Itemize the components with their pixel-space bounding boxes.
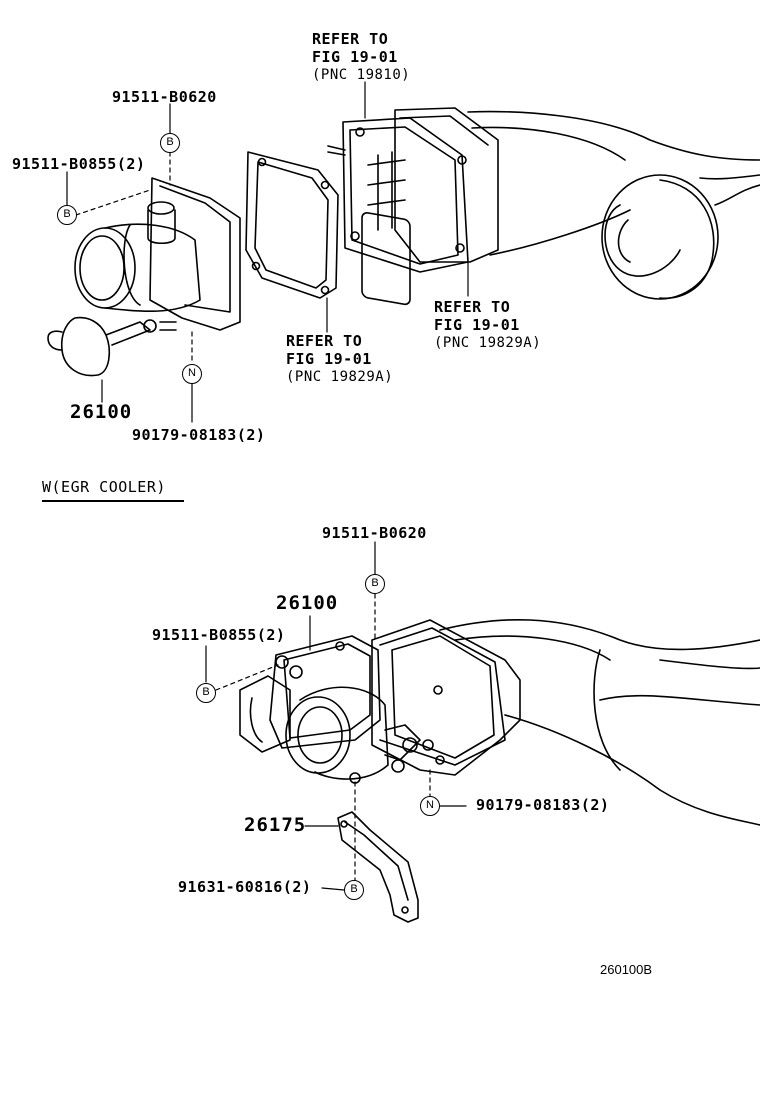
gasket-top xyxy=(245,151,339,299)
part-number-26100-top: 26100 xyxy=(70,401,133,423)
part-number-26175: 26175 xyxy=(244,814,307,836)
callout-n-top: N xyxy=(182,364,202,384)
section-title-underline xyxy=(42,500,184,502)
callout-b-top-1: B xyxy=(160,133,180,153)
callout-b-bottom-2: B xyxy=(196,683,216,703)
refer-label-19810-line3: (PNC 19810) xyxy=(312,67,411,83)
refer-label-19810-line2: FIG 19-01 xyxy=(312,48,398,66)
part-number-26100-bottom: 26100 xyxy=(276,592,339,614)
refer-label-19829a-right-line1: REFER TO xyxy=(434,298,511,316)
callout-n-bottom: N xyxy=(420,796,440,816)
refer-label-19829a-left-line3: (PNC 19829A) xyxy=(286,369,394,385)
egr-valve-box-bottom xyxy=(371,619,521,776)
part-number-91511-b0620-top: 91511-B0620 xyxy=(112,88,217,106)
part-number-91631-60816: 91631-60816(2) xyxy=(178,878,312,896)
callout-b-bottom-3: B xyxy=(344,880,364,900)
solid-leaders-top xyxy=(66,81,469,423)
egr-valve-box-top xyxy=(327,107,499,306)
diagram-reference-code: 260100B xyxy=(600,962,653,977)
callout-b-bottom-1: B xyxy=(365,574,385,594)
intake-manifold-bottom xyxy=(439,618,760,826)
leader-lines-top xyxy=(75,151,193,363)
refer-label-19829a-left-line2: FIG 19-01 xyxy=(286,350,372,368)
section-title-egr-cooler: W(EGR COOLER) xyxy=(42,478,166,496)
part-number-90179-08183-top: 90179-08183(2) xyxy=(132,426,266,444)
egr-valve-assembly-top xyxy=(47,177,241,377)
leader-lines-bottom xyxy=(215,593,431,881)
callout-b-top-2: B xyxy=(57,205,77,225)
refer-label-19829a-left-line1: REFER TO xyxy=(286,332,363,350)
part-number-91511-b0855-bottom: 91511-B0855(2) xyxy=(152,626,286,644)
bracket-26175 xyxy=(337,811,419,923)
part-number-91511-b0620-bottom: 91511-B0620 xyxy=(322,524,427,542)
refer-label-19829a-right-line2: FIG 19-01 xyxy=(434,316,520,334)
intake-manifold-top xyxy=(467,110,760,300)
part-number-91511-b0855-top: 91511-B0855(2) xyxy=(12,155,146,173)
part-number-90179-08183-bottom: 90179-08183(2) xyxy=(476,796,610,814)
refer-label-19810-line1: REFER TO xyxy=(312,30,389,48)
refer-label-19829a-right-line3: (PNC 19829A) xyxy=(434,335,542,351)
solid-leaders-bottom xyxy=(205,541,467,891)
